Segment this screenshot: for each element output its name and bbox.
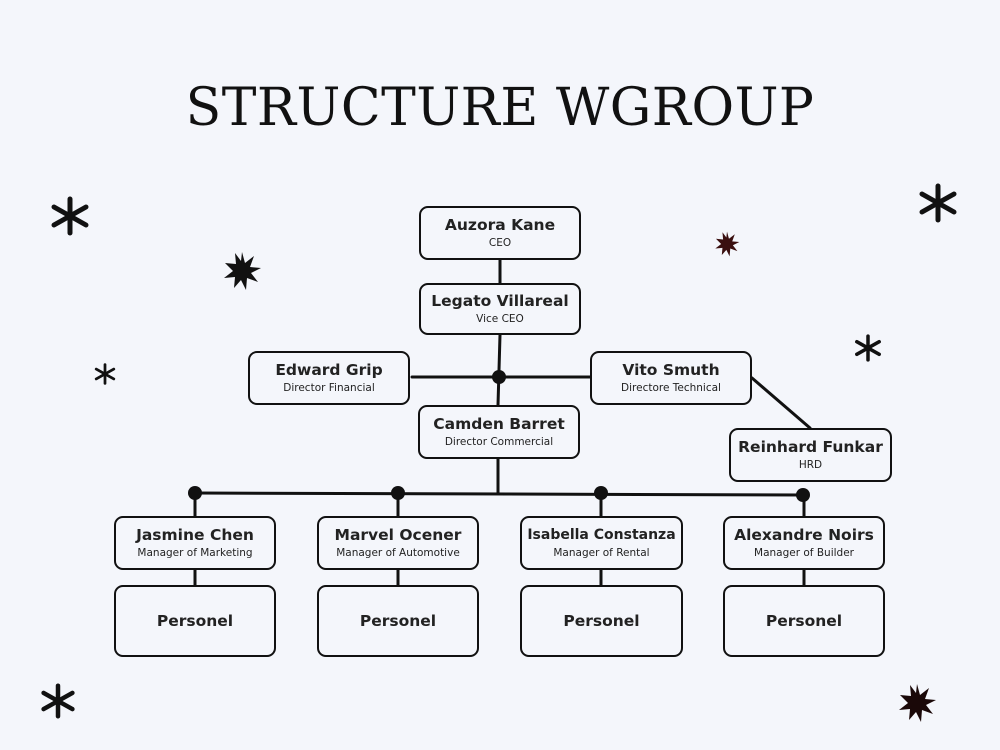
asterisk-icon [94,363,116,385]
asterisk-icon [919,183,957,223]
node-role: Directore Technical [621,382,721,394]
node-name: Auzora Kane [444,216,556,234]
node-name: Reinhard Funkar [738,438,883,456]
node-name: Vito Smuth [622,361,720,379]
page-title: STRUCTURE WGROUP [185,78,815,138]
node-manager-automotive: Marvel Ocener Manager of Automotive [317,516,479,570]
node-personel-builder: Personel [723,585,885,657]
node-name: Isabella Constanza [527,527,676,543]
node-personel-automotive: Personel [317,585,479,657]
node-manager-marketing: Jasmine Chen Manager of Marketing [114,516,276,570]
node-role: Manager of Marketing [137,547,253,559]
node-manager-rental: Isabella Constanza Manager of Rental [520,516,683,570]
node-director-technical: Vito Smuth Directore Technical [590,351,752,405]
node-name: Personel [765,611,843,630]
node-ceo: Auzora Kane CEO [419,206,581,260]
node-director-commercial: Camden Barret Director Commercial [418,405,580,459]
node-role: Vice CEO [476,313,524,325]
node-hrd: Reinhard Funkar HRD [729,428,892,482]
node-name: Personel [359,611,437,630]
asterisk-icon [855,334,881,362]
node-role: Director Financial [283,382,375,394]
node-role: CEO [488,237,512,249]
node-personel-marketing: Personel [114,585,276,657]
starburst-icon [715,231,740,257]
node-name: Alexandre Noirs [734,526,874,544]
node-personel-rental: Personel [520,585,683,657]
node-name: Camden Barret [433,415,565,433]
asterisk-icon [41,683,75,719]
node-name: Personel [156,611,234,630]
node-role: Manager of Automotive [336,547,460,559]
asterisk-icon [51,196,89,236]
node-vice-ceo: Legato Villareal Vice CEO [419,283,581,335]
node-name: Jasmine Chen [136,526,254,544]
node-name: Edward Grip [275,361,383,379]
node-role: Manager of Builder [754,547,854,559]
node-manager-builder: Alexandre Noirs Manager of Builder [723,516,885,570]
node-role: Director Commercial [444,436,554,448]
node-name: Personel [563,611,640,630]
node-name: Marvel Ocener [334,526,462,544]
starburst-icon [224,252,261,290]
node-name: Legato Villareal [431,292,569,310]
node-director-financial: Edward Grip Director Financial [248,351,410,405]
node-role: HRD [798,459,823,471]
starburst-icon [899,684,936,722]
node-role: Manager of Rental [553,547,650,559]
